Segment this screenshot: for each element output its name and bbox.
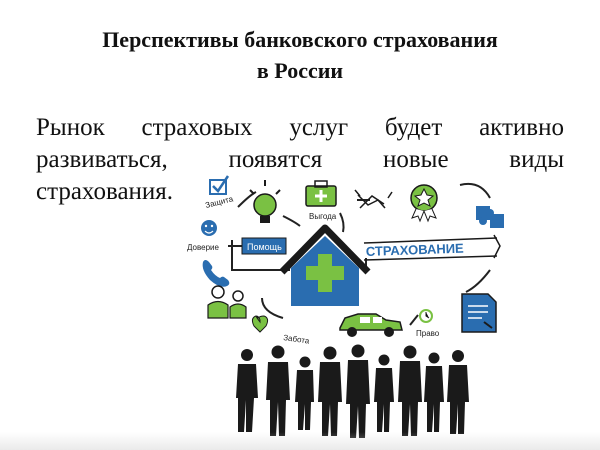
arrow (465, 269, 491, 293)
word: услуг (289, 114, 349, 141)
body-line-2: развиваться, появятся новые виды (36, 144, 564, 176)
slide-body-text: Рынок страховых услуг будет активно разв… (36, 112, 564, 208)
person-silhouette (374, 354, 394, 432)
law-label: Право (416, 329, 440, 338)
handshake-icon (354, 189, 393, 209)
word: виды (509, 146, 564, 173)
word: новые (382, 146, 449, 173)
body-line-1: Рынок страховых услуг будет активно (36, 112, 564, 144)
person-silhouette (236, 349, 258, 432)
arrow (339, 212, 345, 233)
title-line-2: в России (256, 58, 344, 83)
badge-icon (410, 184, 438, 223)
bottom-shadow (0, 432, 600, 450)
title-line-1: Перспективы банковского страхования (102, 27, 498, 52)
arrow (282, 215, 301, 227)
arrow (409, 314, 419, 326)
care-label: Забота (283, 333, 311, 346)
person-silhouette (266, 345, 290, 436)
word: будет (384, 114, 443, 141)
word: страховых (141, 114, 253, 141)
phone-icon (202, 260, 230, 287)
lightbulb-icon (249, 180, 281, 223)
arrow (231, 240, 290, 271)
trust-label: Доверие (187, 243, 219, 252)
briefcase-icon (305, 180, 337, 207)
person-silhouette (295, 356, 314, 430)
insurance-word: СТРАХОВАНИЕ (366, 241, 465, 259)
help-box: Помощь (241, 237, 287, 255)
slide-title: Перспективы банковского страхования в Ро… (40, 24, 560, 86)
person-silhouette (424, 352, 444, 432)
checkbox-icon (209, 175, 230, 195)
person-silhouette (447, 350, 469, 434)
help-label: Помощь (247, 242, 282, 252)
people-icon (207, 285, 247, 319)
clock-icon (419, 309, 433, 323)
word: появятся (228, 146, 323, 173)
person-silhouette (398, 345, 422, 436)
heart-icon (251, 315, 269, 333)
person-silhouette (318, 346, 342, 436)
business-people-silhouettes (236, 344, 469, 438)
insurance-banner: СТРАХОВАНИЕ (363, 234, 501, 261)
body-line-3: страхования. (36, 178, 174, 205)
person-silhouette (346, 344, 370, 438)
car-icon (339, 313, 403, 337)
puzzle-icon (476, 206, 504, 228)
word: активно (479, 114, 564, 141)
arrow (459, 182, 491, 199)
word: Рынок (36, 114, 105, 141)
arrow (261, 297, 284, 319)
document-icon (461, 293, 497, 333)
house-icon (279, 224, 371, 306)
benefit-label: Выгода (309, 212, 337, 221)
protection-label: Защита (204, 194, 234, 210)
arrow (237, 191, 257, 208)
smiley-icon (201, 220, 217, 236)
word: развиваться, (36, 146, 168, 173)
